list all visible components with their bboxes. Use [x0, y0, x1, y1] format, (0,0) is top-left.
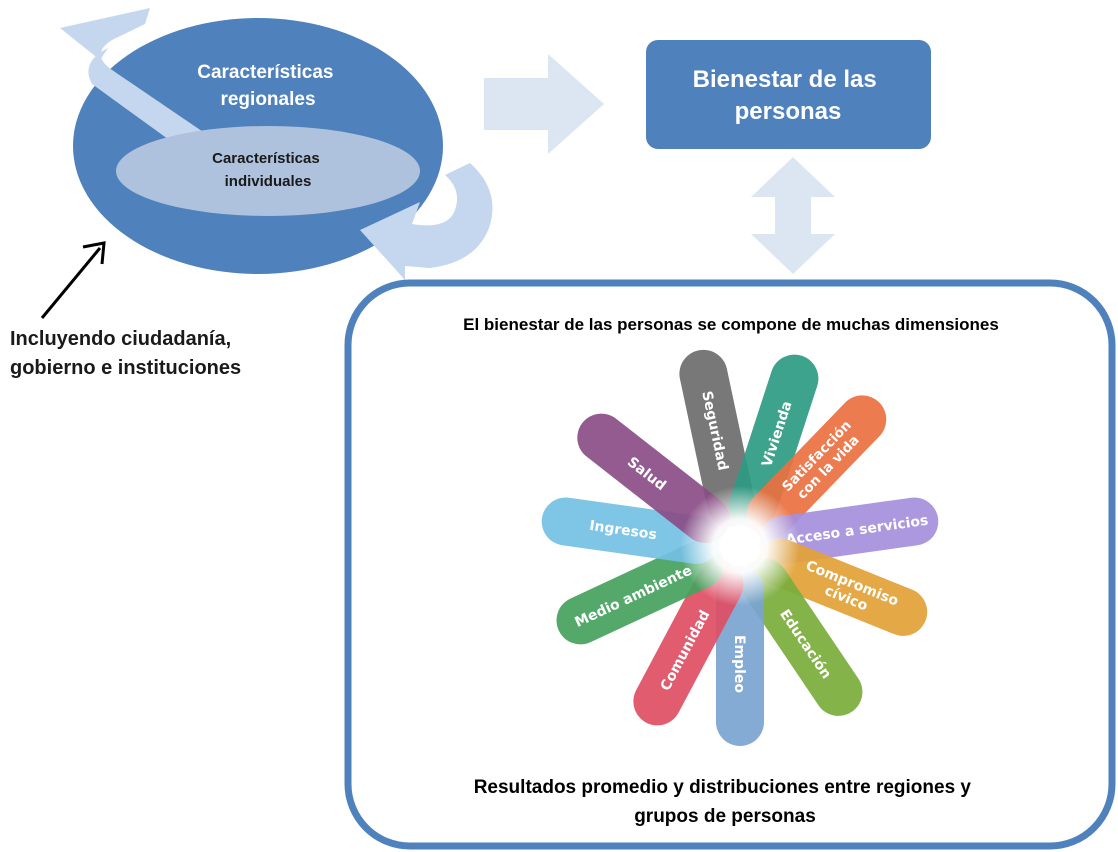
dimensions-panel-footer: Resultados promedio y distribuciones ent…	[474, 777, 977, 827]
petal-compromiso: Compromisocívico	[756, 538, 928, 636]
individual-characteristics-label: Características individuales	[212, 150, 324, 190]
dimensions-panel-title: El bienestar de las personas se compone …	[463, 315, 999, 334]
regional-characteristics-group: Características regionales Característic…	[60, 8, 493, 280]
petal-salud: Salud	[577, 413, 730, 543]
petal-comunidad-shape	[633, 560, 744, 726]
wellbeing-box: Bienestar de las personas	[646, 40, 931, 149]
flower-center-glow	[680, 486, 800, 606]
petal-medio_ambiente-shape	[556, 540, 725, 645]
petal-empleo-label: Empleo	[731, 635, 747, 693]
double-headed-arrow	[751, 157, 835, 274]
individual-characteristics-ellipse	[116, 126, 420, 216]
petal-salud-shape	[577, 413, 730, 543]
right-arrow	[484, 54, 604, 154]
petal-compromiso-shape	[756, 538, 928, 636]
wellbeing-box-label: Bienestar de las personas	[693, 66, 884, 125]
regional-characteristics-label: Características regionales	[197, 62, 339, 110]
cycle-arrow-top-left	[60, 8, 215, 155]
petal-satisfaccion-shape	[746, 395, 887, 539]
dimensions-panel: El bienestar de las personas se compone …	[344, 279, 1116, 850]
petal-vivienda-shape	[729, 354, 819, 529]
petal-educacion-shape	[740, 558, 863, 716]
institutions-note: Incluyendo ciudadanía, gobierno e instit…	[10, 328, 241, 379]
petal-vivienda: Vivienda	[729, 354, 819, 529]
note-arrow	[40, 241, 106, 319]
cycle-arrow-bottom-right	[360, 163, 493, 280]
